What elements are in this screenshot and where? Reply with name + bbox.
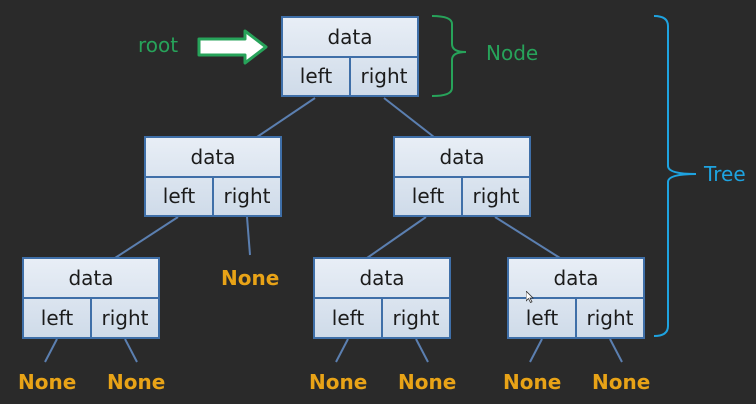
node-bracket [431, 15, 467, 97]
node-right-pointer: right [223, 184, 271, 209]
edge-rr-right-none [609, 338, 623, 363]
edge-r-left [366, 216, 427, 259]
none-label: None [592, 370, 651, 394]
node-data-field: data [283, 18, 417, 58]
none-label: None [18, 370, 77, 394]
tree-node-left: data left right [144, 136, 282, 217]
node-right-pointer: right [472, 184, 520, 209]
node-pointer-row: left right [146, 177, 280, 215]
edge-l-left [114, 216, 179, 259]
edge-ll-left-none [44, 338, 58, 363]
none-label: None [309, 370, 368, 394]
edge-ll-right-none [124, 338, 138, 363]
edge-rl-right-none [415, 338, 429, 363]
node-left-pointer: left [509, 299, 577, 337]
node-right-pointer: right [586, 306, 634, 330]
root-label: root [138, 33, 179, 57]
node-pointer-row: left right [24, 299, 158, 337]
none-label: None [221, 266, 280, 290]
node-data-field: data [395, 138, 529, 178]
node-right-pointer: right [360, 64, 408, 89]
edge-root-right [383, 97, 435, 138]
none-label: None [503, 370, 562, 394]
none-label: None [107, 370, 166, 394]
node-data-field: data [509, 259, 643, 299]
node-data-field: data [24, 259, 158, 299]
node-pointer-row: left right [315, 299, 449, 337]
node-left-pointer: left [146, 177, 214, 215]
node-left-pointer: left [315, 299, 383, 337]
edge-rr-left-none [529, 338, 543, 363]
node-pointer-row: left right [509, 299, 643, 337]
node-pointer-row: left right [395, 177, 529, 215]
node-data-field: data [315, 259, 449, 299]
node-data-field: data [146, 138, 280, 178]
none-label: None [398, 370, 457, 394]
edge-root-left [256, 97, 316, 138]
node-left-pointer: left [24, 299, 92, 337]
tree-label: Tree [704, 162, 746, 186]
node-label: Node [486, 41, 539, 65]
root-arrow-icon [197, 29, 268, 65]
mouse-cursor-icon [526, 291, 534, 303]
edge-r-right [494, 216, 561, 259]
node-left-pointer: left [283, 57, 351, 95]
tree-node-right: data left right [393, 136, 531, 217]
tree-bracket [653, 15, 697, 337]
tree-node-root: data left right [281, 16, 419, 97]
edge-rl-left-none [335, 338, 349, 363]
tree-node-right-left: data left right [313, 257, 451, 339]
node-left-pointer: left [395, 177, 463, 215]
node-right-pointer: right [392, 306, 440, 330]
edge-l-right-none [246, 216, 251, 256]
node-right-pointer: right [101, 306, 149, 330]
tree-node-left-left: data left right [22, 257, 160, 339]
tree-node-right-right: data left right [507, 257, 645, 339]
node-pointer-row: left right [283, 57, 417, 95]
